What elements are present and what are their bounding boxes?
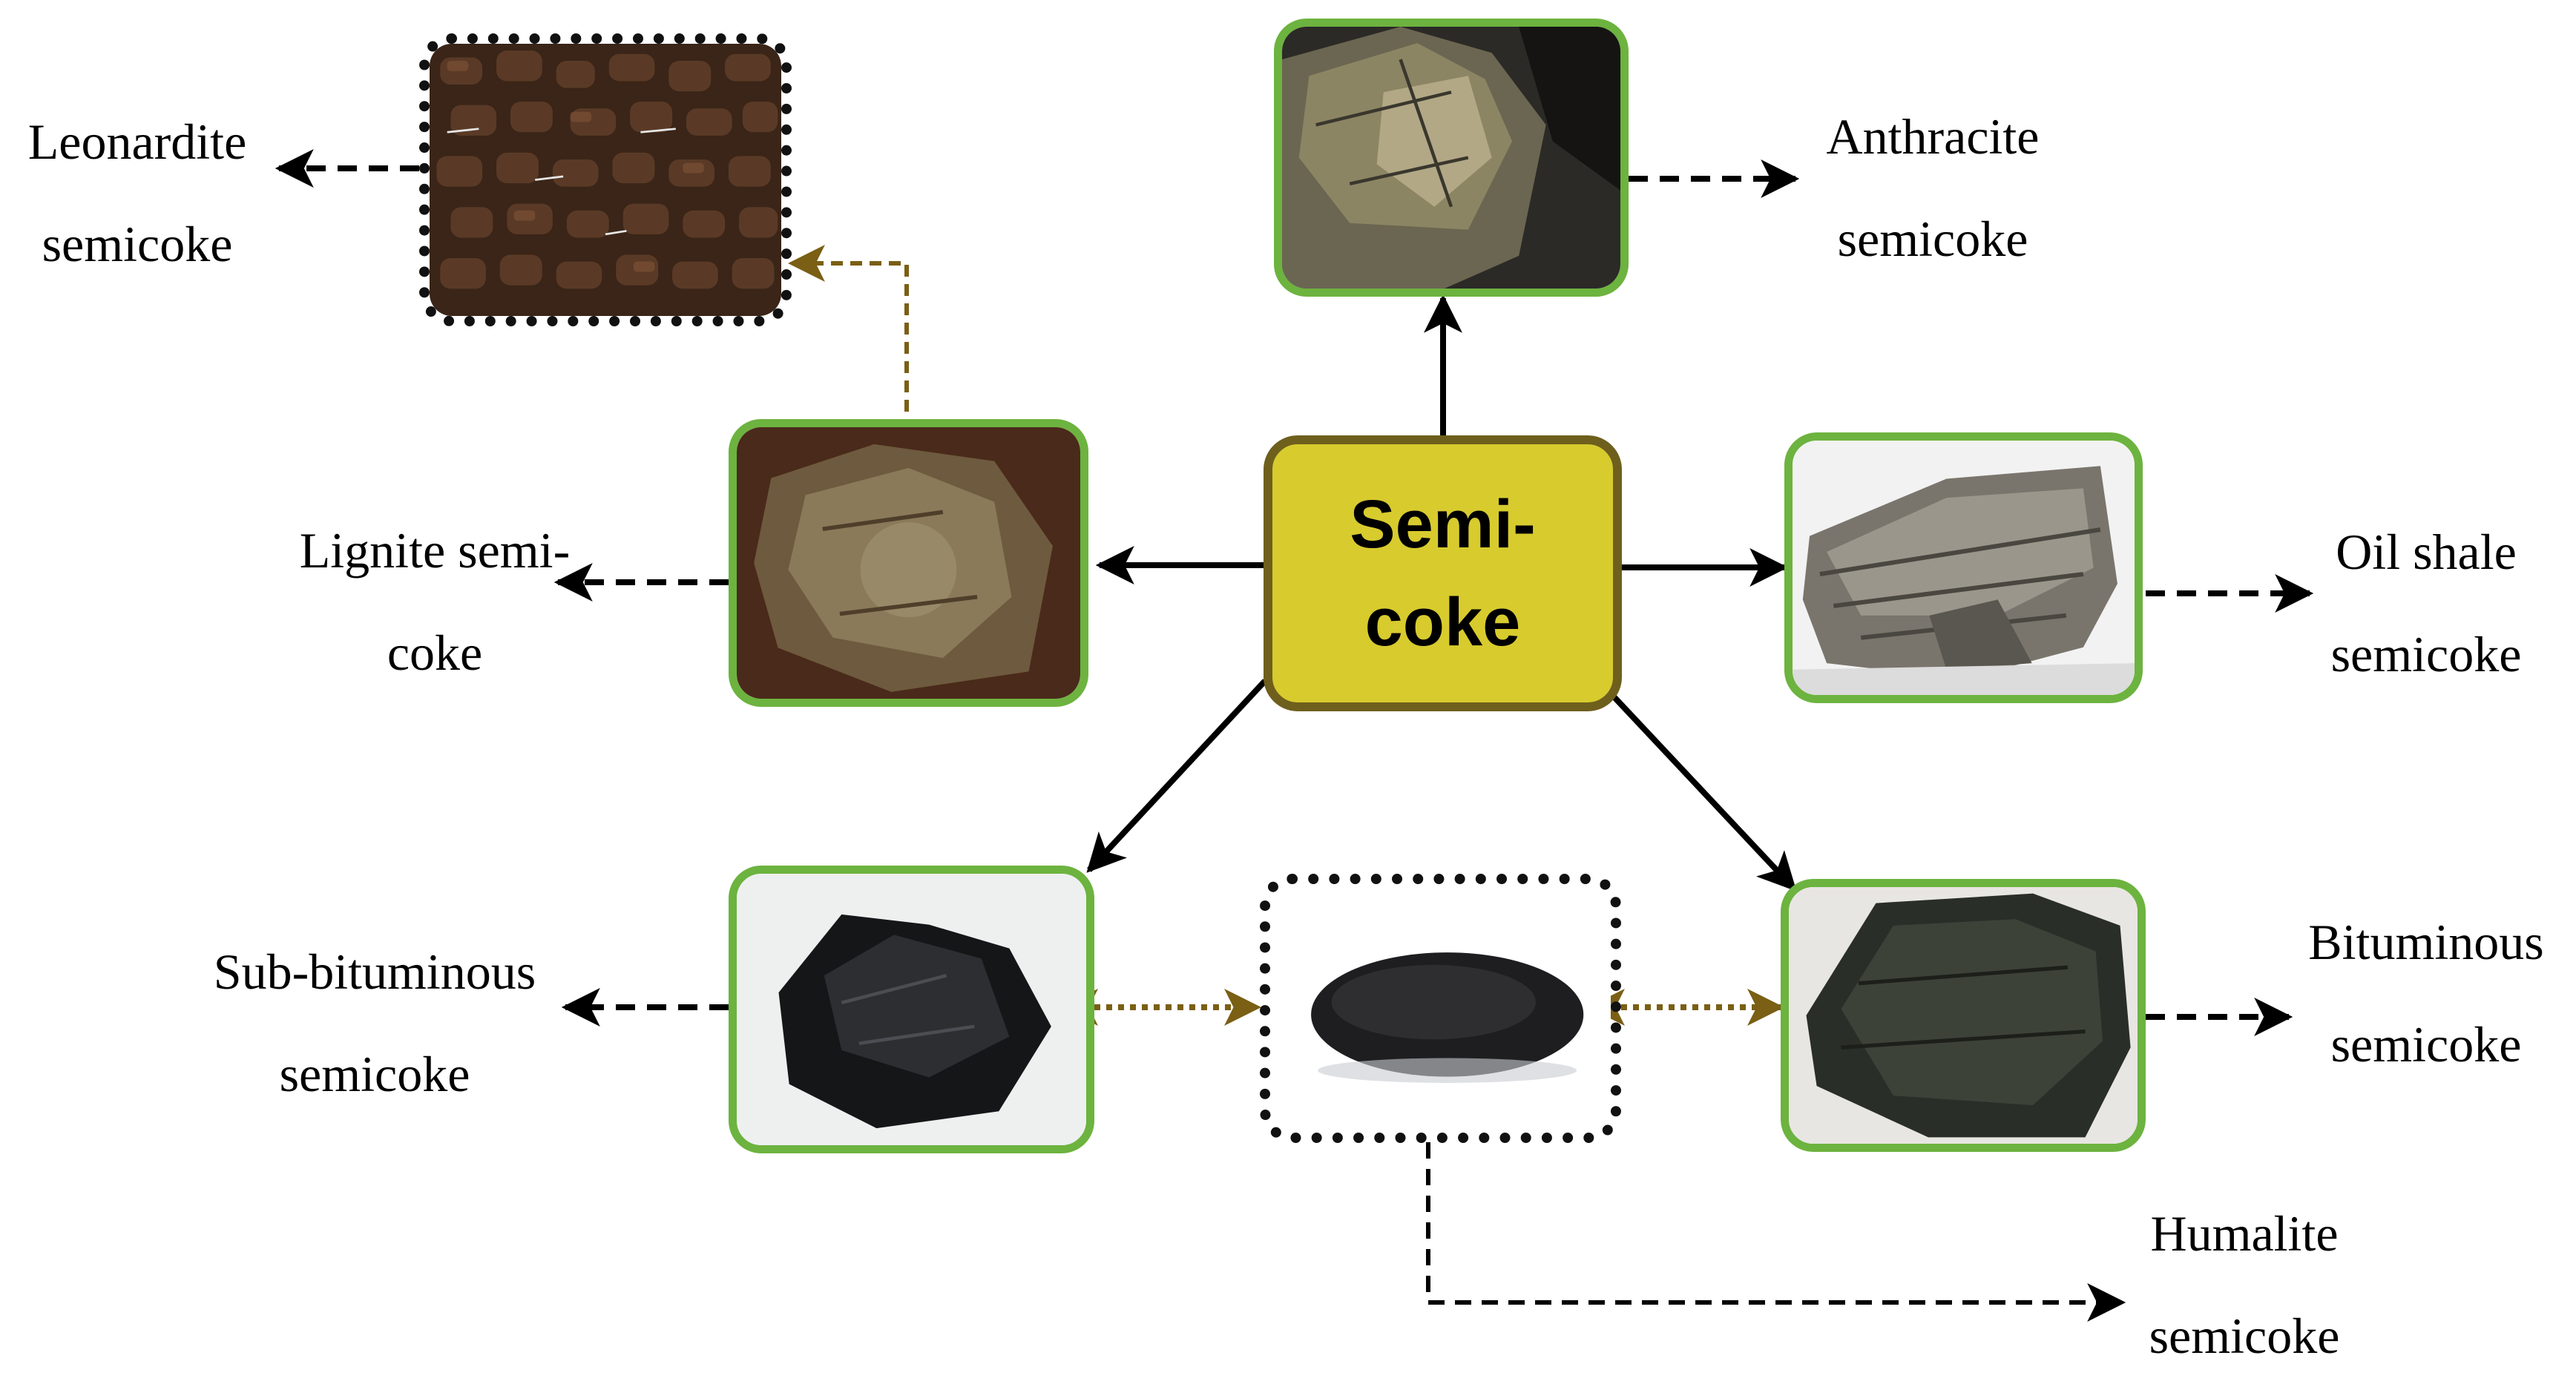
label-bituminous-line2: semicoke xyxy=(2330,1016,2522,1073)
center-label-line1: Semi- xyxy=(1350,487,1536,562)
label-bituminous: Bituminous semicoke xyxy=(2274,891,2576,1096)
label-humalite-line1: Humalite xyxy=(2150,1205,2339,1262)
label-sub-bituminous: Sub-bituminous semicoke xyxy=(167,920,582,1125)
label-leonardite-line2: semicoke xyxy=(42,216,233,272)
label-humalite: Humalite semicoke xyxy=(2122,1182,2367,1387)
label-lignite: Lignite semi- coke xyxy=(264,499,605,704)
lignite-photo xyxy=(729,419,1088,707)
olive-arrow-lignite-to-leonardite xyxy=(788,245,909,412)
arrow-to-sub-bituminous xyxy=(1086,679,1267,873)
bituminous-photo xyxy=(1781,879,2146,1152)
label-oil-shale-line2: semicoke xyxy=(2330,626,2522,682)
oil-shale-photo xyxy=(1784,432,2143,703)
label-anthracite-line2: semicoke xyxy=(1837,211,2028,267)
sub-bituminous-photo xyxy=(729,866,1094,1153)
label-sub-bituminous-line2: semicoke xyxy=(279,1046,470,1102)
label-leonardite: Leonardite semicoke xyxy=(0,90,275,295)
leonardite-photo xyxy=(419,33,792,326)
anthracite-photo xyxy=(1274,19,1629,297)
center-label-line2: coke xyxy=(1364,584,1521,660)
label-leonardite-line1: Leonardite xyxy=(27,113,247,170)
label-humalite-line2: semicoke xyxy=(2149,1308,2340,1364)
label-oil-shale-line1: Oil shale xyxy=(2336,524,2517,580)
semicoke-center-node: Semi- coke xyxy=(1264,435,1622,711)
humalite-photo xyxy=(1260,874,1621,1143)
label-lignite-line2: coke xyxy=(387,625,483,681)
dashed-arrow-humalite xyxy=(1426,1142,2126,1322)
label-bituminous-line1: Bituminous xyxy=(2308,914,2544,970)
label-oil-shale: Oil shale semicoke xyxy=(2300,501,2552,705)
label-anthracite-line1: Anthracite xyxy=(1826,108,2040,165)
label-lignite-line1: Lignite semi- xyxy=(299,522,571,579)
label-anthracite: Anthracite semicoke xyxy=(1781,85,2085,290)
arrow-to-bituminous xyxy=(1610,693,1797,892)
label-sub-bituminous-line1: Sub-bituminous xyxy=(213,943,536,1000)
